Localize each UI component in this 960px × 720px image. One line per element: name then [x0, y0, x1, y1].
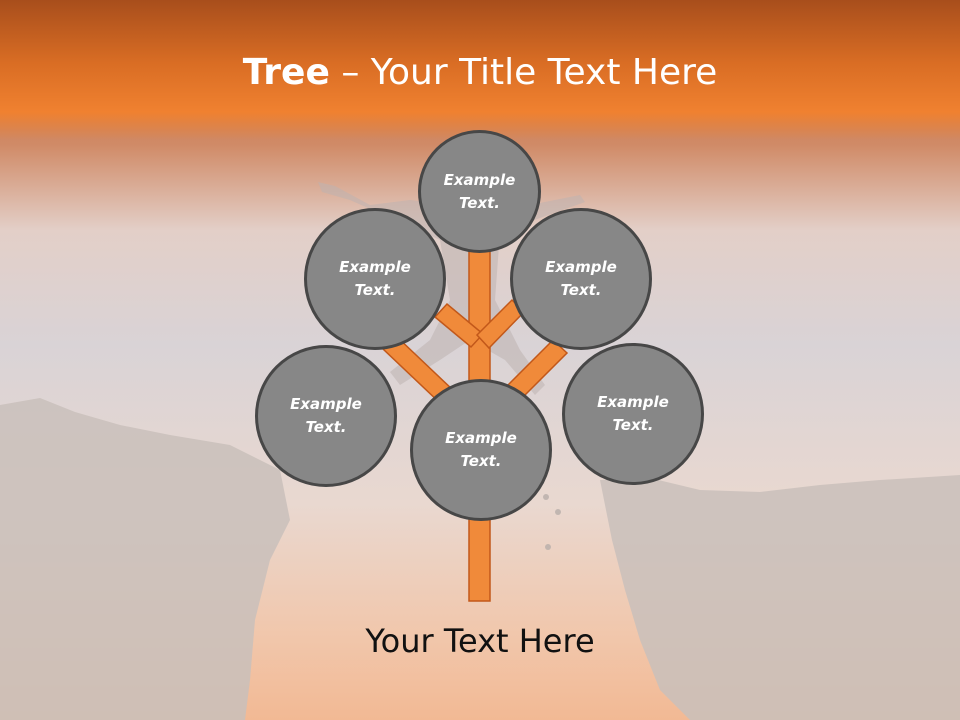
tree-node-upper-left[interactable]: Example Text. [304, 208, 446, 350]
right-cliff [600, 475, 960, 720]
falling-rocks [543, 494, 561, 550]
jumper-silhouette [318, 182, 585, 395]
node-label: Example Text. [339, 258, 411, 299]
node-label: Example Text. [290, 395, 362, 436]
tree-node-lower-right[interactable]: Example Text. [562, 343, 704, 485]
slide-title: Tree – Your Title Text Here [0, 52, 960, 93]
title-rest: – Your Title Text Here [329, 52, 718, 93]
tree-node-top[interactable]: Example Text. [418, 130, 541, 253]
tree-node-center[interactable]: Example Text. [410, 379, 552, 521]
node-label: Example Text. [445, 429, 517, 470]
node-label: Example Text. [545, 258, 617, 299]
title-bold: Tree [242, 52, 330, 93]
title-bar [0, 0, 960, 140]
node-label: Example Text. [597, 393, 669, 434]
tree-node-upper-right[interactable]: Example Text. [510, 208, 652, 350]
node-label: Example Text. [443, 170, 516, 212]
slide-caption: Your Text Here [365, 622, 595, 660]
tree-node-lower-left[interactable]: Example Text. [255, 345, 397, 487]
left-cliff [0, 398, 290, 720]
